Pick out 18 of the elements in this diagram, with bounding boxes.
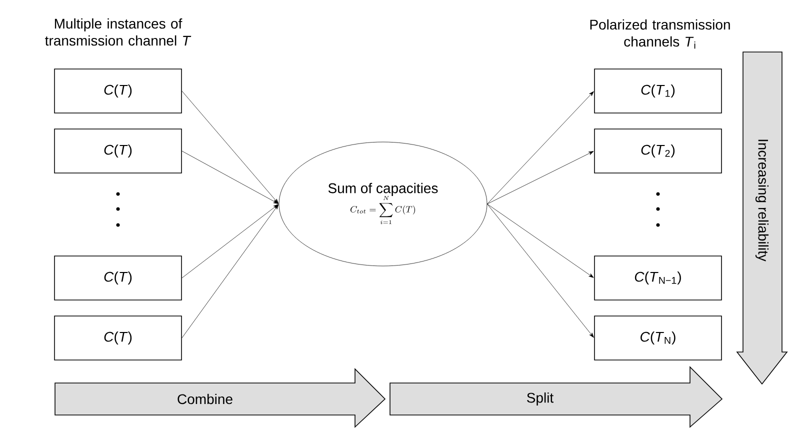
capacity-box: C(T) [54,68,182,114]
arrow [182,204,279,338]
arrow [182,204,278,278]
capacity-box: C(T$_{1}$) [594,68,722,114]
capacity-box: C(T$_{N−1}$) [594,256,722,300]
arrow [487,204,594,278]
arrow [182,90,279,204]
arrow [182,150,278,204]
capacity-box: C(T) [54,316,182,360]
heading: Multiple instances of transmission channel T [45,18,192,46]
capacity-box: C(T$_{N}$) [594,316,722,360]
arrow [487,91,594,204]
capacity-box: C(T) [54,256,182,300]
heading: Polarized transmission channels T$_{i}$ [590,19,730,49]
arrow [487,204,594,338]
arrow [487,151,594,204]
capacity-box: C(T) [54,128,182,174]
capacity-box: C(T$_{2}$) [594,128,722,174]
